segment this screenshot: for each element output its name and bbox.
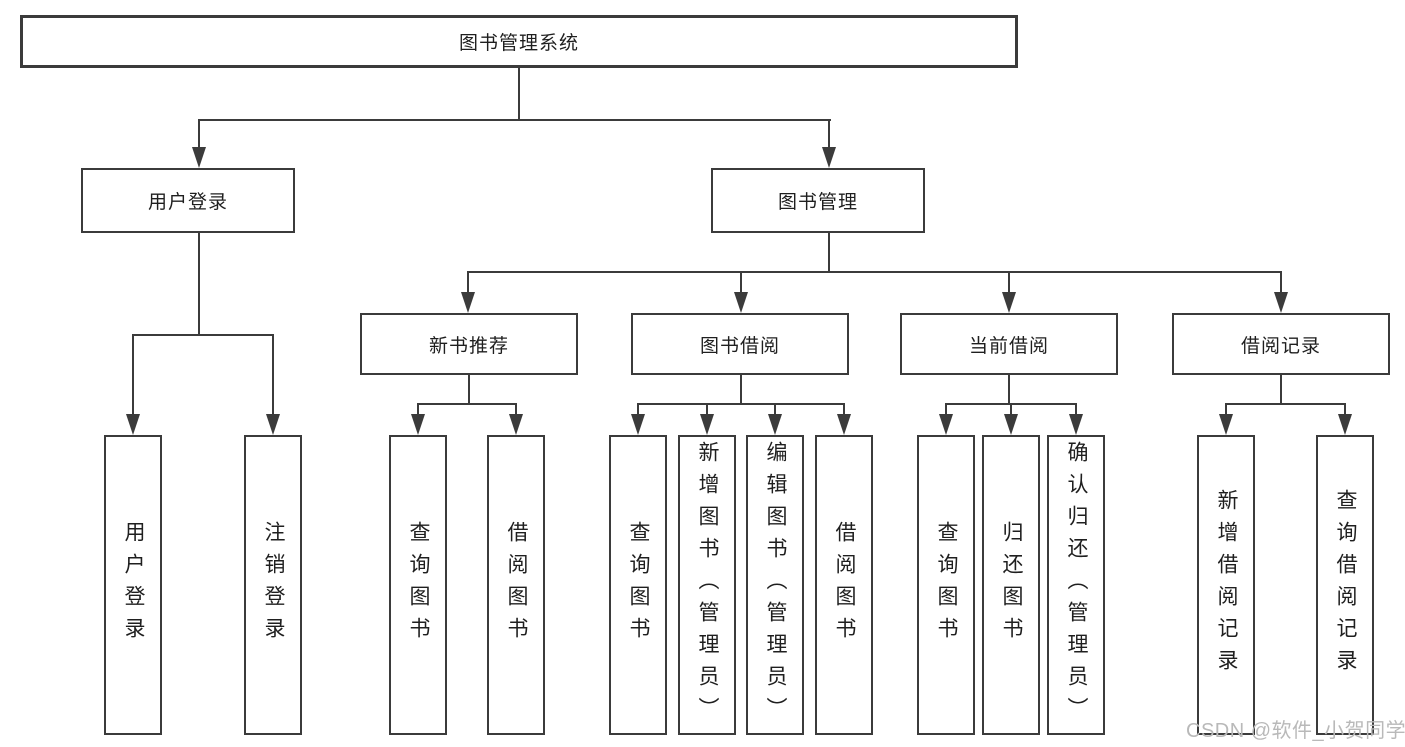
arrow-down-icon — [631, 414, 645, 435]
node-label: 图书管理 — [777, 192, 858, 213]
leaf-label: 借阅图书 — [505, 521, 528, 649]
leaf-return-books: 归还图书 — [982, 435, 1040, 735]
leaf-label: 归还图书 — [1000, 521, 1023, 649]
connector-line — [843, 403, 845, 416]
arrow-down-icon — [509, 414, 523, 435]
connector-line — [706, 403, 708, 416]
arrow-down-icon — [1002, 292, 1016, 313]
connector-line — [945, 403, 947, 416]
arrow-down-icon — [700, 414, 714, 435]
leaf-query-books: 查询图书 — [389, 435, 447, 735]
arrow-down-icon — [411, 414, 425, 435]
leaf-label: 查询图书 — [935, 521, 958, 649]
connector-line — [637, 403, 845, 405]
connector-line — [467, 271, 469, 295]
connector-line — [828, 233, 830, 273]
node-label: 图书借阅 — [699, 335, 780, 357]
connector-line — [132, 334, 134, 416]
leaf-label: 借阅图书 — [833, 521, 856, 649]
arrow-down-icon — [266, 414, 280, 435]
node-label: 用户登录 — [147, 192, 228, 213]
connector-line — [1225, 403, 1227, 416]
connector-line — [198, 119, 200, 149]
arrow-down-icon — [126, 414, 140, 435]
node-label: 当前借阅 — [968, 335, 1049, 357]
leaf-label: 查询借阅记录 — [1334, 489, 1357, 681]
arrow-down-icon — [1338, 414, 1352, 435]
leaf-query-books: 查询图书 — [917, 435, 975, 735]
connector-line — [1008, 375, 1010, 405]
arrow-down-icon — [939, 414, 953, 435]
arrow-down-icon — [1069, 414, 1083, 435]
connector-line — [1008, 271, 1010, 295]
csdn-watermark: CSDN @软件_小贺同学 — [1186, 720, 1405, 742]
connector-line — [467, 271, 1282, 273]
connector-line — [740, 375, 742, 405]
arrow-down-icon — [768, 414, 782, 435]
leaf-add-borrow-record: 新增借阅记录 — [1197, 435, 1255, 735]
arrow-down-icon — [822, 147, 836, 168]
leaf-query-borrow-record: 查询借阅记录 — [1316, 435, 1374, 735]
leaf-logout: 注销登录 — [244, 435, 302, 735]
connector-line — [515, 403, 517, 416]
connector-line — [1225, 403, 1346, 405]
leaf-edit-books-admin: 编辑图书（管理员） — [746, 435, 804, 735]
connector-line — [132, 334, 274, 336]
arrow-down-icon — [734, 292, 748, 313]
node-book-borrowing: 图书借阅 — [631, 313, 849, 375]
leaf-user-login: 用户登录 — [104, 435, 162, 735]
connector-line — [774, 403, 776, 416]
node-label: 借阅记录 — [1240, 335, 1321, 357]
leaf-label: 注销登录 — [262, 521, 285, 649]
leaf-label: 查询图书 — [407, 521, 430, 649]
node-library-system: 图书管理系统 — [20, 15, 1018, 68]
connector-line — [417, 403, 419, 416]
connector-line — [828, 119, 830, 149]
connector-line — [518, 68, 520, 120]
leaf-borrow-books: 借阅图书 — [487, 435, 545, 735]
connector-line — [1344, 403, 1346, 416]
connector-line — [272, 334, 274, 416]
node-user-login: 用户登录 — [81, 168, 295, 233]
leaf-add-books-admin: 新增图书（管理员） — [678, 435, 736, 735]
leaf-label: 新增借阅记录 — [1215, 489, 1238, 681]
connector-line — [468, 375, 470, 405]
arrow-down-icon — [1219, 414, 1233, 435]
node-book-management: 图书管理 — [711, 168, 925, 233]
node-borrow-records: 借阅记录 — [1172, 313, 1390, 375]
connector-line — [198, 233, 200, 336]
leaf-borrow-books: 借阅图书 — [815, 435, 873, 735]
arrow-down-icon — [461, 292, 475, 313]
arrow-down-icon — [837, 414, 851, 435]
leaf-query-books: 查询图书 — [609, 435, 667, 735]
arrow-down-icon — [192, 147, 206, 168]
connector-line — [1280, 271, 1282, 295]
connector-line — [417, 403, 517, 405]
node-current-borrowing: 当前借阅 — [900, 313, 1118, 375]
leaf-label: 查询图书 — [627, 521, 650, 649]
leaf-label: 新增图书（管理员） — [696, 441, 719, 729]
arrow-down-icon — [1004, 414, 1018, 435]
node-label: 图书管理系统 — [458, 33, 579, 54]
leaf-label: 编辑图书（管理员） — [764, 441, 787, 729]
arrow-down-icon — [1274, 292, 1288, 313]
connector-line — [198, 119, 831, 121]
leaf-label: 确认归还（管理员） — [1065, 441, 1088, 729]
leaf-confirm-return-admin: 确认归还（管理员） — [1047, 435, 1105, 735]
node-new-book-recommend: 新书推荐 — [360, 313, 578, 375]
connector-line — [1280, 375, 1282, 405]
connector-line — [1075, 403, 1077, 416]
connector-line — [740, 271, 742, 295]
connector-line — [637, 403, 639, 416]
leaf-label: 用户登录 — [122, 521, 145, 649]
connector-line — [1010, 403, 1012, 416]
node-label: 新书推荐 — [428, 335, 509, 357]
